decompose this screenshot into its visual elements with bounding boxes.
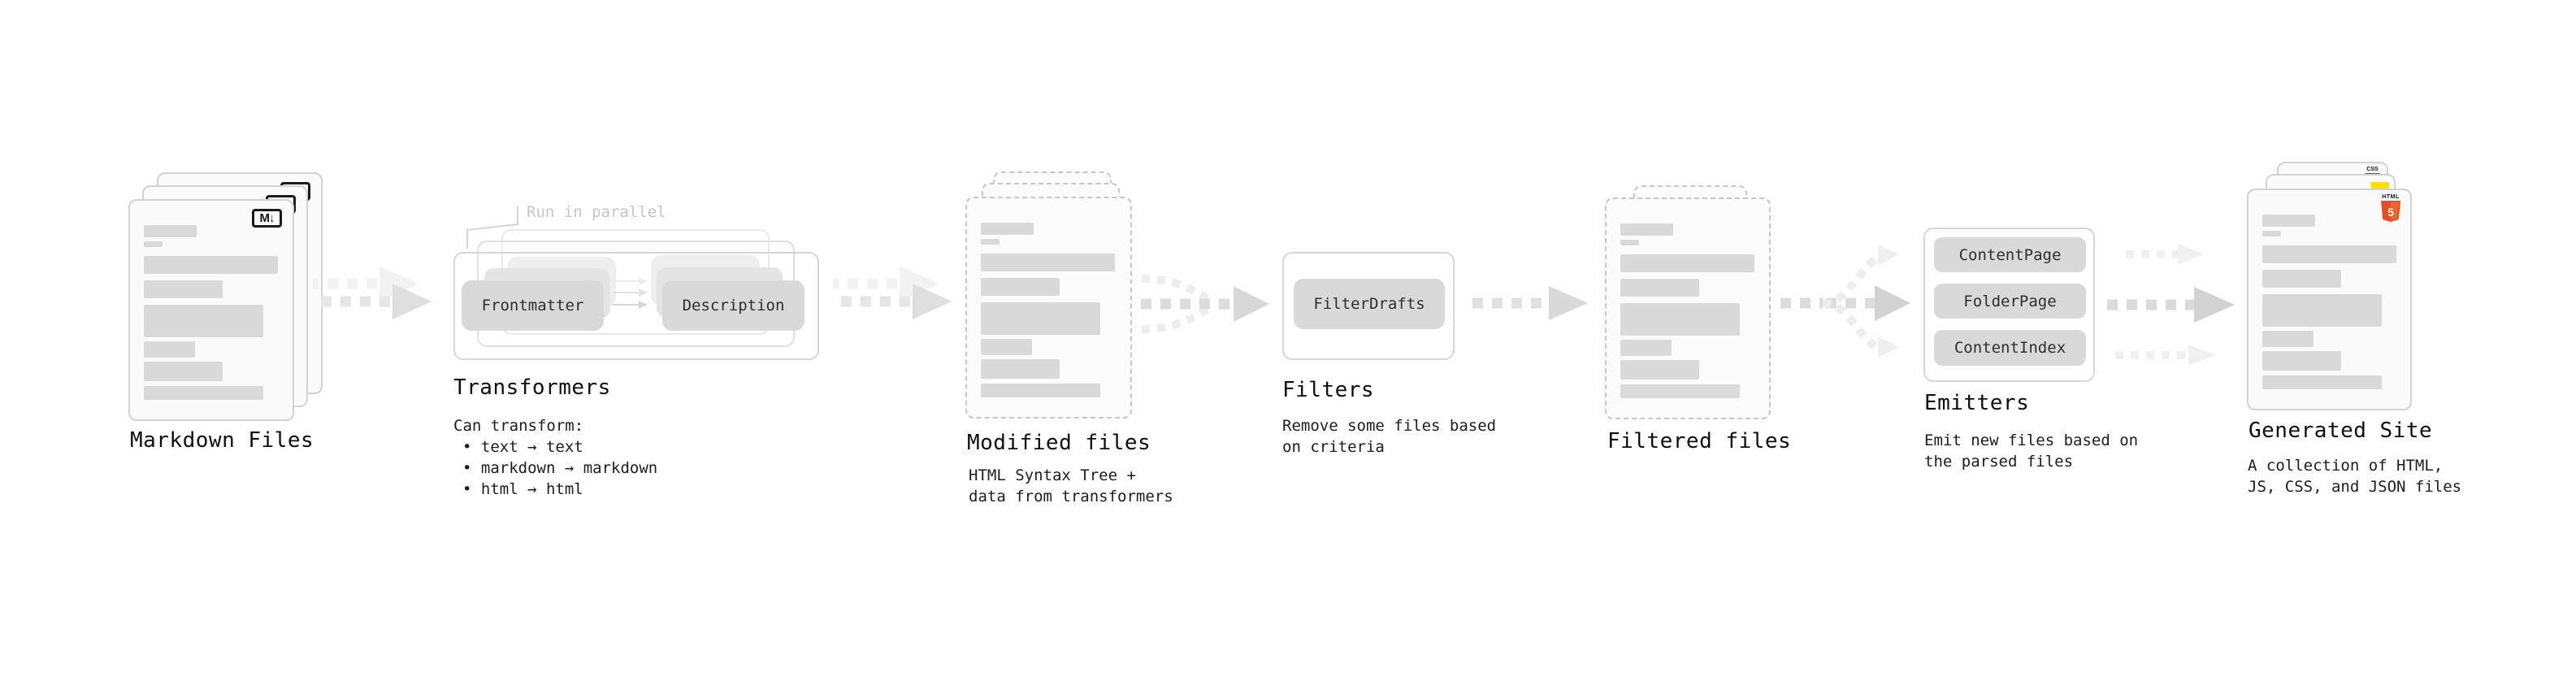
filterdrafts-pill: FilterDrafts <box>1294 279 1445 329</box>
emitters-caption: Emit new files based on <box>1924 432 2139 449</box>
note-leader-line <box>466 206 518 249</box>
emitters-label: Emitters <box>1924 391 2030 415</box>
skeleton-line <box>1620 384 1740 398</box>
skeleton-line <box>2262 331 2314 347</box>
run-in-parallel-note: Run in parallel <box>527 203 666 221</box>
svg-text:5: 5 <box>2387 206 2394 219</box>
filters-caption: on criteria <box>1282 438 1385 456</box>
arrows-emitters-to-generated <box>2107 244 2235 366</box>
markdown-files-label: Markdown Files <box>130 428 314 453</box>
skeleton-line <box>1620 340 1672 356</box>
skeleton-line <box>981 302 1100 335</box>
modified-files-label: Modified files <box>967 431 1151 455</box>
transformer-run-box <box>453 252 819 360</box>
skeleton-line <box>144 256 278 274</box>
arrow-filters-to-filtered <box>1472 286 1588 320</box>
arrow-markdown-to-transformers <box>313 266 432 319</box>
markdown-icon: M↓ <box>252 209 282 228</box>
skeleton-line <box>2262 215 2315 227</box>
skeleton-line <box>144 305 263 337</box>
skeleton-line <box>981 384 1100 397</box>
skeleton-line <box>1620 240 1639 245</box>
modified-file-card <box>965 197 1132 419</box>
skeleton-line <box>1620 254 1754 272</box>
transformers-caption-title: Can transform: <box>453 417 584 435</box>
js-icon <box>2371 182 2389 189</box>
emitters-caption: the parsed files <box>1924 453 2074 471</box>
contentindex-pill: ContentIndex <box>1934 330 2086 366</box>
transformers-bullet: • html → html <box>462 480 583 498</box>
skeleton-line <box>144 225 197 237</box>
generated-site-caption: JS, CSS, and JSON files <box>2248 478 2462 496</box>
skeleton-line <box>2262 245 2396 263</box>
skeleton-line <box>144 341 195 358</box>
skeleton-line <box>1620 223 1673 236</box>
skeleton-line <box>981 239 1000 245</box>
transform-mini-arrows <box>613 277 648 309</box>
skeleton-line <box>144 280 223 298</box>
filters-label: Filters <box>1282 378 1375 402</box>
skeleton-line <box>981 254 1115 271</box>
arrow-merge-modified-to-filters <box>1141 275 1269 333</box>
skeleton-line <box>144 241 163 247</box>
skeleton-line <box>981 223 1034 235</box>
skeleton-line <box>981 359 1060 379</box>
skeleton-line <box>144 386 263 400</box>
skeleton-line <box>1620 303 1740 336</box>
html5-icon: HTML 5 <box>2380 193 2401 222</box>
contentpage-pill: ContentPage <box>1934 237 2086 272</box>
skeleton-line <box>1620 279 1699 297</box>
skeleton-line <box>981 339 1032 355</box>
modified-files-caption: data from transformers <box>969 488 1173 505</box>
markdown-file-card: M↓ <box>128 199 294 421</box>
generated-site-label: Generated Site <box>2249 419 2433 443</box>
filtered-file-card <box>1605 197 1771 419</box>
description-pill: Description <box>662 280 804 331</box>
filters-caption: Remove some files based <box>1282 417 1497 435</box>
skeleton-line <box>2262 231 2281 236</box>
skeleton-line <box>1620 360 1699 380</box>
frontmatter-pill: Frontmatter <box>462 280 604 331</box>
skeleton-line <box>981 278 1060 296</box>
skeleton-line <box>2262 351 2341 371</box>
transformers-bullet: • markdown → markdown <box>462 459 658 477</box>
folderpage-pill: FolderPage <box>1934 284 2086 319</box>
skeleton-line <box>2262 270 2341 288</box>
filtered-files-label: Filtered files <box>1607 429 1792 453</box>
skeleton-line <box>2262 375 2382 389</box>
arrow-transformers-to-modified <box>833 266 952 319</box>
generated-html-card: HTML 5 <box>2247 189 2412 410</box>
transformers-bullet: • text → text <box>462 438 583 456</box>
transformers-label: Transformers <box>453 375 611 400</box>
generated-site-caption: A collection of HTML, <box>2248 457 2444 475</box>
modified-files-caption: HTML Syntax Tree + <box>969 466 1136 484</box>
arrow-split-filtered-to-emitters <box>1780 245 1910 358</box>
skeleton-line <box>2262 294 2382 327</box>
skeleton-line <box>144 362 223 381</box>
